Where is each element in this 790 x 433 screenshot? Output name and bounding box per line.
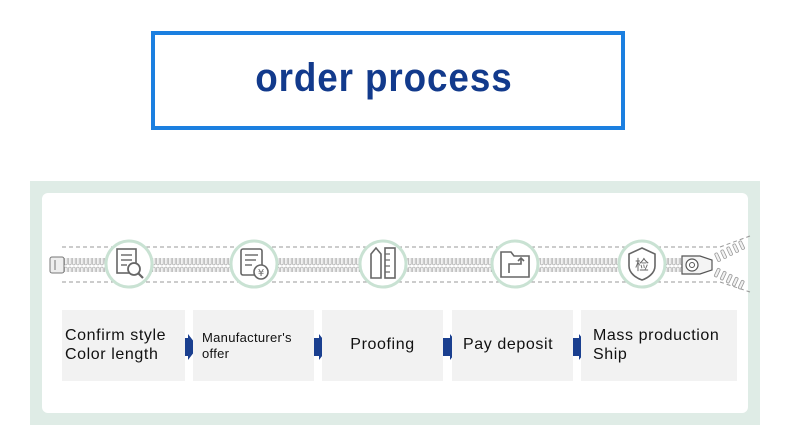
document-search-icon [104,239,154,289]
step-line: Confirm style [65,326,167,344]
ruler-pencil-icon [358,239,408,289]
step-pay-deposit: Pay deposit [452,310,573,381]
invoice-yen-icon: ¥ [229,239,279,289]
step-confirm-style: Confirm style Color length [62,310,185,381]
svg-text:检: 检 [635,258,649,274]
step-line: Color length [65,345,159,363]
svg-text:¥: ¥ [258,268,264,279]
step-mass-production: Mass production Ship [581,310,737,381]
step-manufacturer-offer: Manufacturer's offer [193,310,314,381]
page-title: order process [255,56,513,100]
step-proofing: Proofing [322,310,443,381]
zipper-stop [49,256,65,274]
step-line: Ship [593,345,628,363]
inspection-seal-icon: 检 [617,239,667,289]
step-line: Mass production [593,326,720,344]
step-line: Proofing [350,336,415,354]
title-box: order process [151,31,625,130]
zipper-slider [681,255,713,275]
step-line: offer [202,345,230,361]
folder-payment-icon [490,239,540,289]
zipper-open-teeth [713,240,745,290]
step-line: Manufacturer's [202,330,292,346]
step-line: Pay deposit [463,336,554,354]
